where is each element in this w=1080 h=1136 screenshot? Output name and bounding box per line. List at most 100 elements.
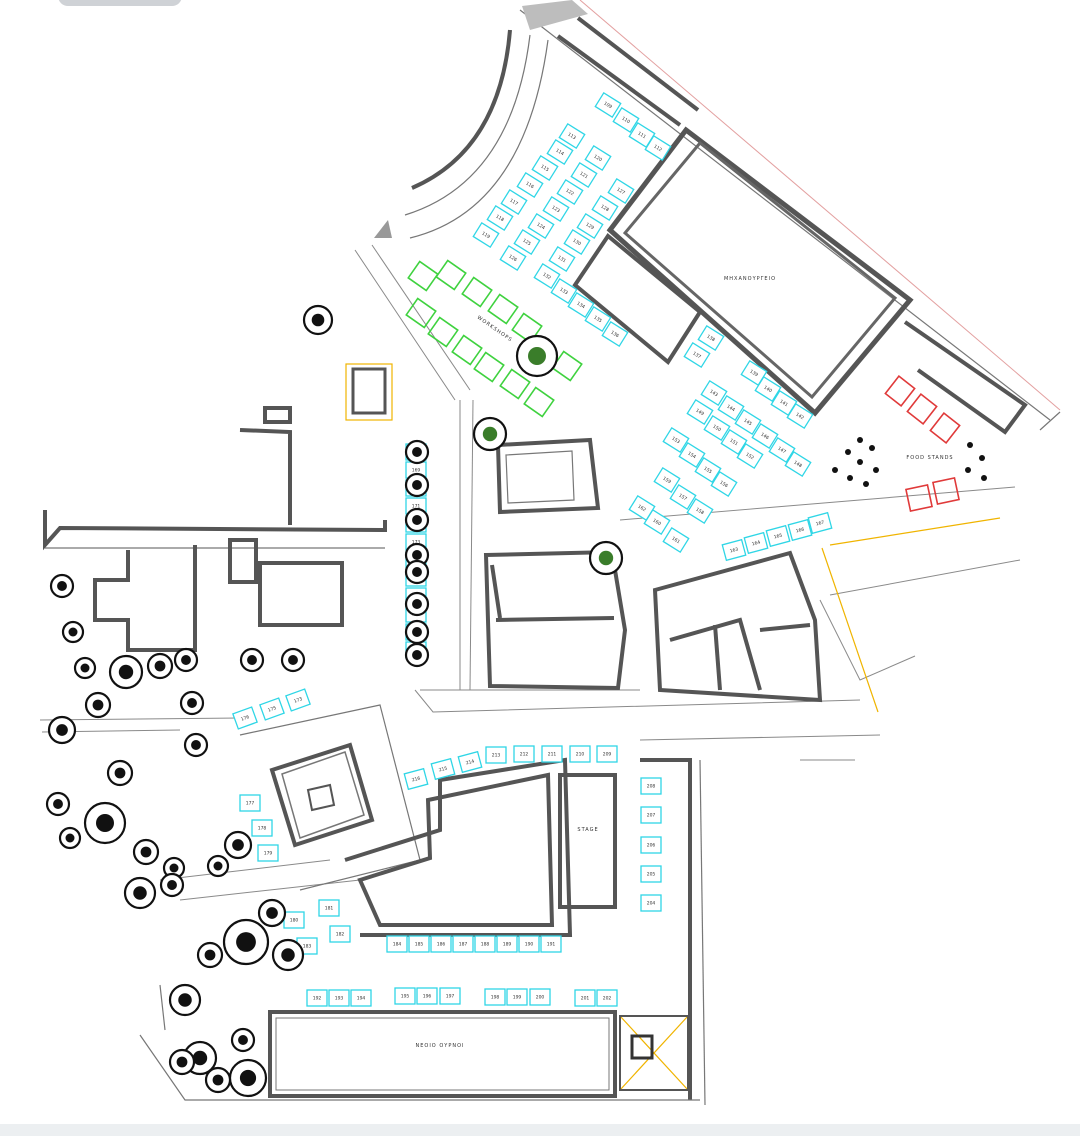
booth-155[interactable]: 155 — [694, 457, 722, 483]
booth-133[interactable]: 133 — [550, 278, 578, 304]
booth-198[interactable]: 198 — [484, 988, 506, 1006]
booth-201[interactable]: 201 — [574, 989, 596, 1007]
booth-127[interactable]: 127 — [607, 178, 635, 204]
booth-152[interactable]: 152 — [736, 443, 764, 469]
booth-210[interactable]: 210 — [569, 745, 591, 763]
booth-110[interactable]: 110 — [612, 107, 640, 133]
booth-199[interactable]: 199 — [506, 988, 528, 1006]
booth-213[interactable]: 213 — [485, 746, 507, 764]
booth-135[interactable]: 135 — [584, 306, 612, 332]
booth-125[interactable]: 125 — [513, 229, 541, 255]
booth-177[interactable]: 177 — [239, 794, 261, 812]
booth-151[interactable]: 151 — [720, 429, 748, 455]
booth-154[interactable]: 154 — [678, 442, 706, 468]
booth-208[interactable]: 208 — [640, 777, 662, 795]
booth-194[interactable]: 194 — [350, 989, 372, 1007]
booth-157[interactable]: 157 — [669, 484, 697, 510]
booth-114[interactable]: 114 — [546, 139, 574, 165]
booth-138[interactable]: 138 — [697, 325, 725, 351]
booth-163[interactable]: 163 — [721, 538, 747, 562]
booth-161[interactable]: 161 — [662, 527, 690, 553]
booth-196[interactable]: 196 — [416, 987, 438, 1005]
booth-117[interactable]: 117 — [500, 189, 528, 215]
booth-214[interactable]: 214 — [457, 750, 483, 774]
tree-icon — [132, 838, 160, 866]
booth-112[interactable]: 112 — [644, 135, 672, 161]
booth-167[interactable]: 167 — [807, 511, 833, 535]
booth-211[interactable]: 211 — [541, 745, 563, 763]
booth-134[interactable]: 134 — [567, 292, 595, 318]
booth-200[interactable]: 200 — [529, 988, 551, 1006]
booth-165[interactable]: 165 — [765, 524, 791, 548]
booth-129[interactable]: 129 — [576, 213, 604, 239]
booth-180[interactable]: 180 — [283, 911, 305, 929]
booth-145[interactable]: 145 — [734, 409, 762, 435]
booth-119[interactable]: 119 — [472, 222, 500, 248]
booth-202[interactable]: 202 — [596, 989, 618, 1007]
booth-204[interactable]: 204 — [640, 894, 662, 912]
booth-118[interactable]: 118 — [486, 205, 514, 231]
booth-131[interactable]: 131 — [548, 246, 576, 272]
booth-120[interactable]: 120 — [584, 145, 612, 171]
booth-184[interactable]: 184 — [386, 935, 408, 953]
booth-123[interactable]: 123 — [542, 196, 570, 222]
booth-130[interactable]: 130 — [563, 229, 591, 255]
booth-173[interactable]: 173 — [285, 688, 311, 712]
booth-113[interactable]: 113 — [558, 123, 586, 149]
booth-number: 135 — [593, 315, 604, 325]
booth-193[interactable]: 193 — [328, 989, 350, 1007]
booth-189[interactable]: 189 — [496, 935, 518, 953]
booth-156[interactable]: 156 — [710, 471, 738, 497]
booth-137[interactable]: 137 — [683, 342, 711, 368]
booth-182[interactable]: 182 — [329, 925, 351, 943]
booth-207[interactable]: 207 — [640, 806, 662, 824]
booth-149[interactable]: 149 — [686, 399, 714, 425]
booth-122[interactable]: 122 — [556, 179, 584, 205]
booth-215[interactable]: 215 — [430, 757, 456, 781]
booth-147[interactable]: 147 — [768, 437, 796, 463]
booth-159[interactable]: 159 — [653, 467, 681, 493]
booth-209[interactable]: 209 — [596, 745, 618, 763]
booth-150[interactable]: 150 — [703, 415, 731, 441]
booth-116[interactable]: 116 — [516, 172, 544, 198]
booth-216[interactable]: 216 — [403, 767, 429, 791]
booth-195[interactable]: 195 — [394, 987, 416, 1005]
booth-212[interactable]: 212 — [513, 745, 535, 763]
booth-186[interactable]: 186 — [430, 935, 452, 953]
booth-166[interactable]: 166 — [787, 518, 813, 542]
booth-206[interactable]: 206 — [640, 836, 662, 854]
booth-187[interactable]: 187 — [452, 935, 474, 953]
booth-190[interactable]: 190 — [518, 935, 540, 953]
booth-181[interactable]: 181 — [318, 899, 340, 917]
booth-109[interactable]: 109 — [594, 92, 622, 118]
booth-192[interactable]: 192 — [306, 989, 328, 1007]
booth-136[interactable]: 136 — [601, 321, 629, 347]
booth-140[interactable]: 140 — [754, 376, 782, 402]
booth-126[interactable]: 126 — [499, 245, 527, 271]
booth-164[interactable]: 164 — [743, 531, 769, 555]
booth-128[interactable]: 128 — [591, 195, 619, 221]
booth-162[interactable]: 162 — [628, 495, 656, 521]
booth-191[interactable]: 191 — [540, 935, 562, 953]
booth-197[interactable]: 197 — [439, 987, 461, 1005]
booth-142[interactable]: 142 — [786, 403, 814, 429]
booth-175[interactable]: 175 — [259, 697, 285, 721]
booth-148[interactable]: 148 — [784, 451, 812, 477]
booth-179[interactable]: 179 — [257, 844, 279, 862]
booth-176[interactable]: 176 — [232, 706, 258, 730]
booth-153[interactable]: 153 — [662, 427, 690, 453]
booth-144[interactable]: 144 — [717, 395, 745, 421]
booth-188[interactable]: 188 — [474, 935, 496, 953]
booth-124[interactable]: 124 — [527, 213, 555, 239]
booth-115[interactable]: 115 — [531, 155, 559, 181]
booth-205[interactable]: 205 — [640, 865, 662, 883]
booth-146[interactable]: 146 — [751, 423, 779, 449]
booth-185[interactable]: 185 — [408, 935, 430, 953]
booth-132[interactable]: 132 — [533, 263, 561, 289]
booth-121[interactable]: 121 — [570, 162, 598, 188]
booth-number: 144 — [726, 404, 737, 414]
booth-158[interactable]: 158 — [686, 498, 714, 524]
booth-178[interactable]: 178 — [251, 819, 273, 837]
booth-143[interactable]: 143 — [700, 380, 728, 406]
